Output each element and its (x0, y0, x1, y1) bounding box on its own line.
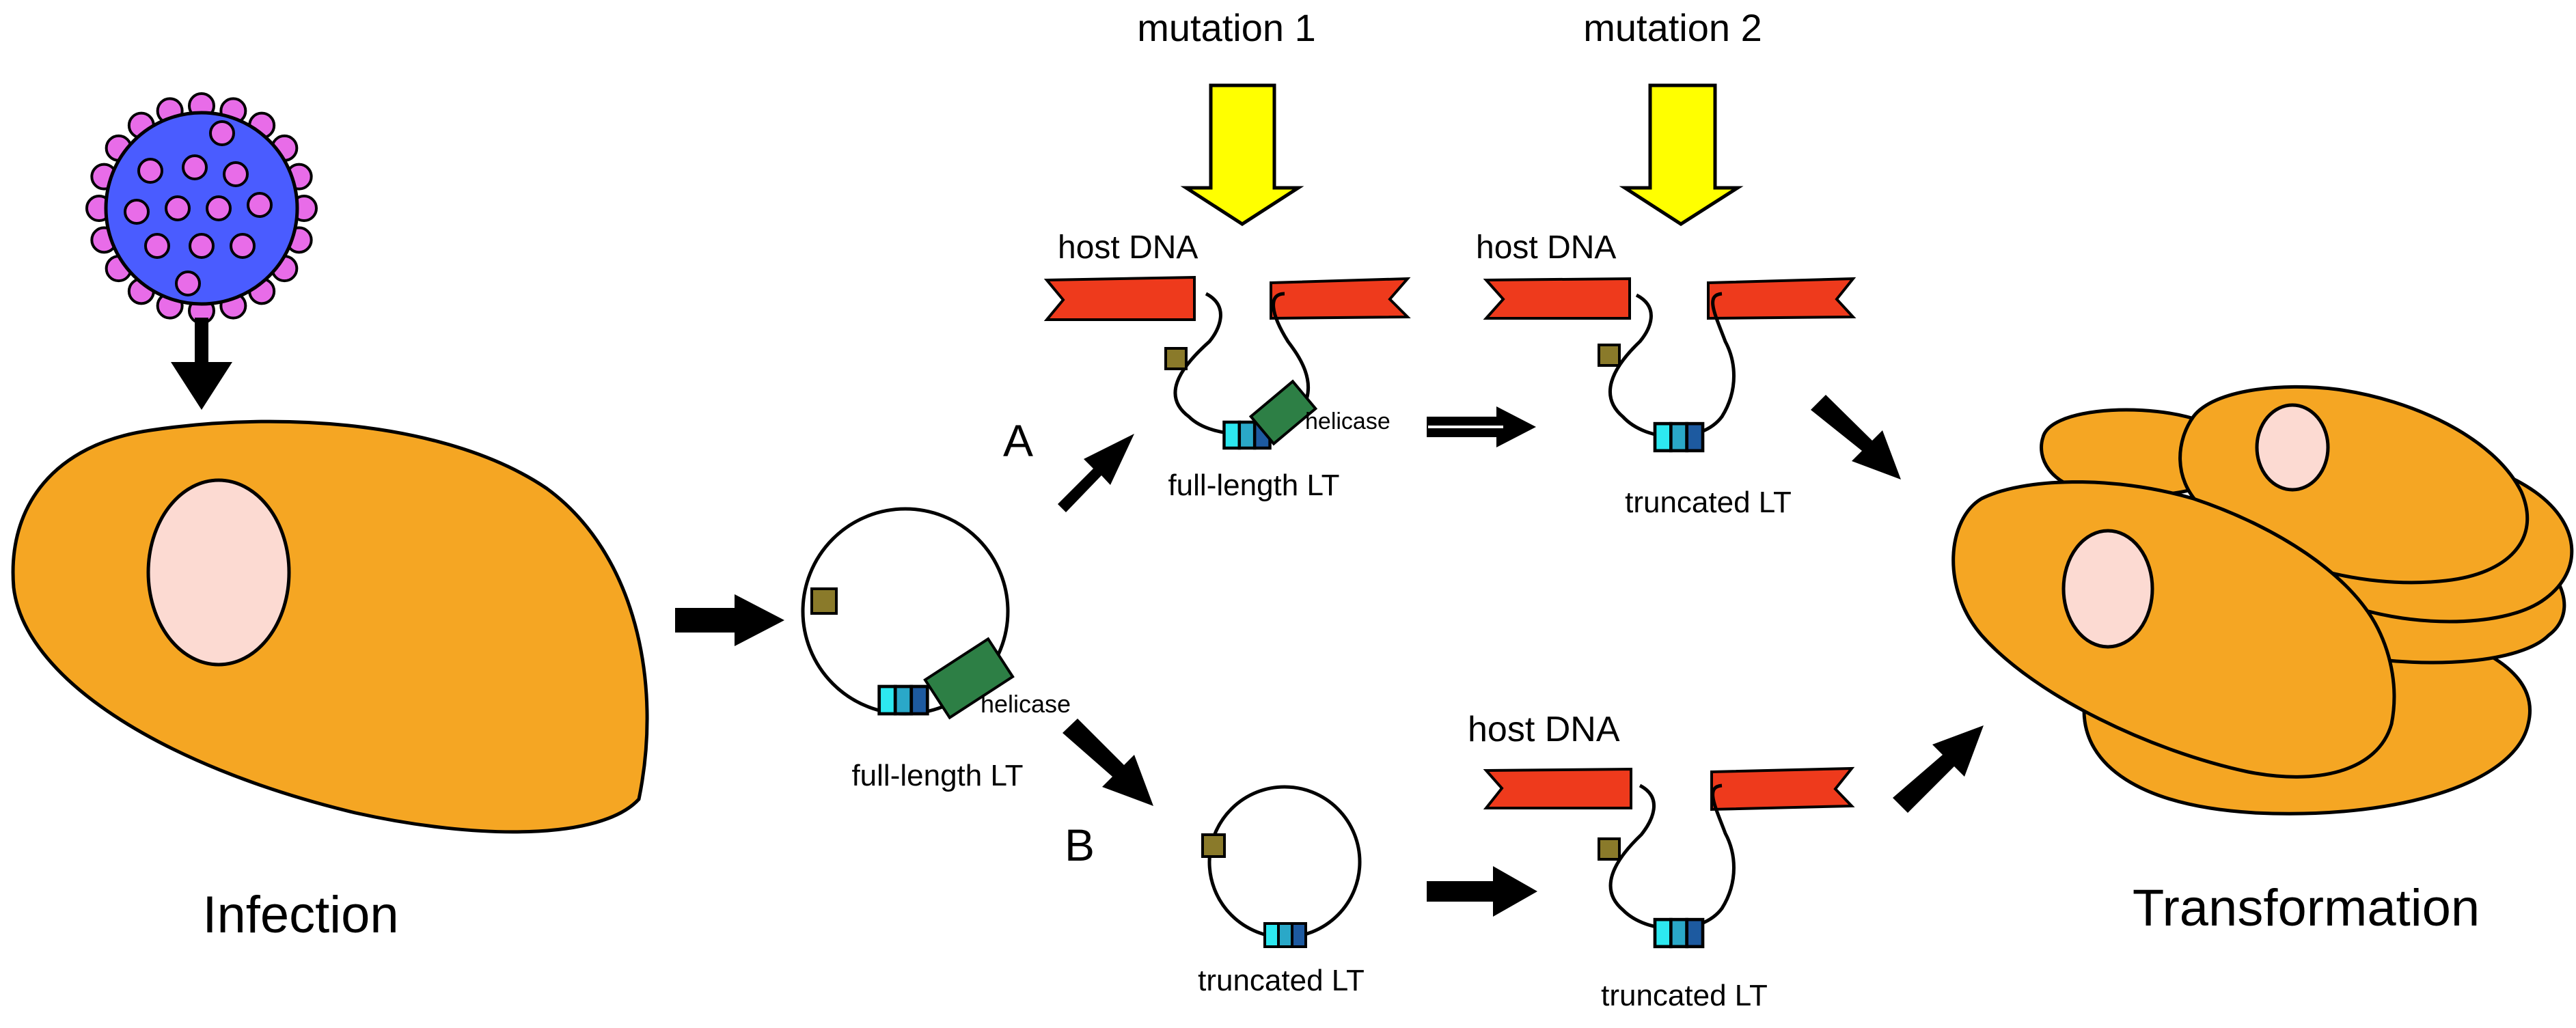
arrow-cell-to-genome (675, 594, 784, 646)
truncated-genome-b1 (1201, 785, 1362, 947)
helicase-domain (923, 637, 1015, 720)
virus-capsomere (124, 199, 150, 225)
path-b-label: B (1065, 820, 1095, 870)
transformed-cell-cluster (1951, 385, 2574, 816)
transformation-label: Transformation (2133, 879, 2480, 937)
arrow-genome-to-path-b (1063, 719, 1153, 806)
origin-box-a1 (1164, 347, 1188, 370)
helicase-domain-a1 (1248, 379, 1318, 446)
virus-capsomere (165, 195, 191, 221)
path-a-label: A (1003, 415, 1033, 466)
host-dna-right-b2 (1710, 766, 1855, 811)
virus-capsomere (223, 161, 249, 187)
arrow-genome-to-path-a (1058, 434, 1134, 512)
mutation-1-arrow (1180, 83, 1304, 226)
host-dna-left-a2 (1483, 277, 1631, 320)
arrow-a2-to-transformation (1811, 395, 1901, 480)
virus-capsomere (175, 270, 201, 296)
infection-label: Infection (202, 886, 398, 944)
virus-capsomeres (124, 120, 273, 296)
host-dna-left-a1 (1043, 275, 1196, 321)
transformed-nucleus-front (2061, 529, 2154, 649)
host-dna-right-a1 (1270, 277, 1411, 320)
full-length-lt-label-center: full-length LT (851, 759, 1023, 792)
truncated-lt-label-b1: truncated LT (1198, 964, 1365, 997)
full-length-lt-label-a1: full-length LT (1168, 469, 1339, 502)
helicase-label-center: helicase (981, 690, 1071, 718)
origin-box (810, 587, 838, 615)
viral-genome-episome (801, 507, 1015, 720)
infected-cell (11, 419, 649, 834)
virus-capsomere (230, 233, 256, 259)
origin-box-a2 (1598, 344, 1621, 367)
mutation-2-arrow (1619, 83, 1744, 226)
transformed-cell-front (1951, 480, 2396, 779)
genome-circle-b1 (1207, 785, 1362, 939)
virus-capsomere (137, 158, 163, 184)
mutation-2-label: mutation 2 (1583, 6, 1762, 49)
arrow-a1-to-a2 (1427, 406, 1536, 447)
origin-box-b1 (1201, 833, 1226, 858)
cell-body (11, 419, 649, 834)
host-dna-right-a2 (1707, 277, 1856, 320)
virus-capsomere (189, 233, 215, 259)
virus-capsomere (209, 120, 235, 146)
arrow-b2-to-transformation (1893, 725, 1984, 813)
host-dna-label-a1: host DNA (1058, 230, 1198, 266)
virus-capsomere (144, 233, 170, 259)
truncated-lt-label-a2: truncated LT (1625, 486, 1792, 519)
host-dna-label-a2: host DNA (1476, 230, 1616, 266)
host-dna-label-b: host DNA (1468, 710, 1620, 749)
lt-domains-b2 (1655, 919, 1703, 947)
arrow-virus-to-cell (171, 318, 232, 410)
mutation-1-label: mutation 1 (1137, 6, 1316, 49)
virus-capsomere (182, 154, 208, 180)
lt-domains (879, 686, 928, 714)
lt-domains-b1 (1265, 923, 1306, 947)
truncated-lt-label-b2: truncated LT (1601, 979, 1768, 1012)
transformed-nucleus-top (2255, 403, 2330, 492)
virus-particle (85, 92, 318, 324)
origin-box-b2 (1598, 837, 1621, 861)
virus-capsomere (247, 192, 273, 218)
arrow-b1-to-b2 (1427, 866, 1537, 917)
virus-capsomere (206, 195, 232, 221)
lt-domains-a2 (1655, 423, 1703, 451)
cell-nucleus (146, 478, 291, 667)
host-dna-left-b2 (1483, 767, 1632, 809)
helicase-label-a1: helicase (1305, 408, 1390, 434)
